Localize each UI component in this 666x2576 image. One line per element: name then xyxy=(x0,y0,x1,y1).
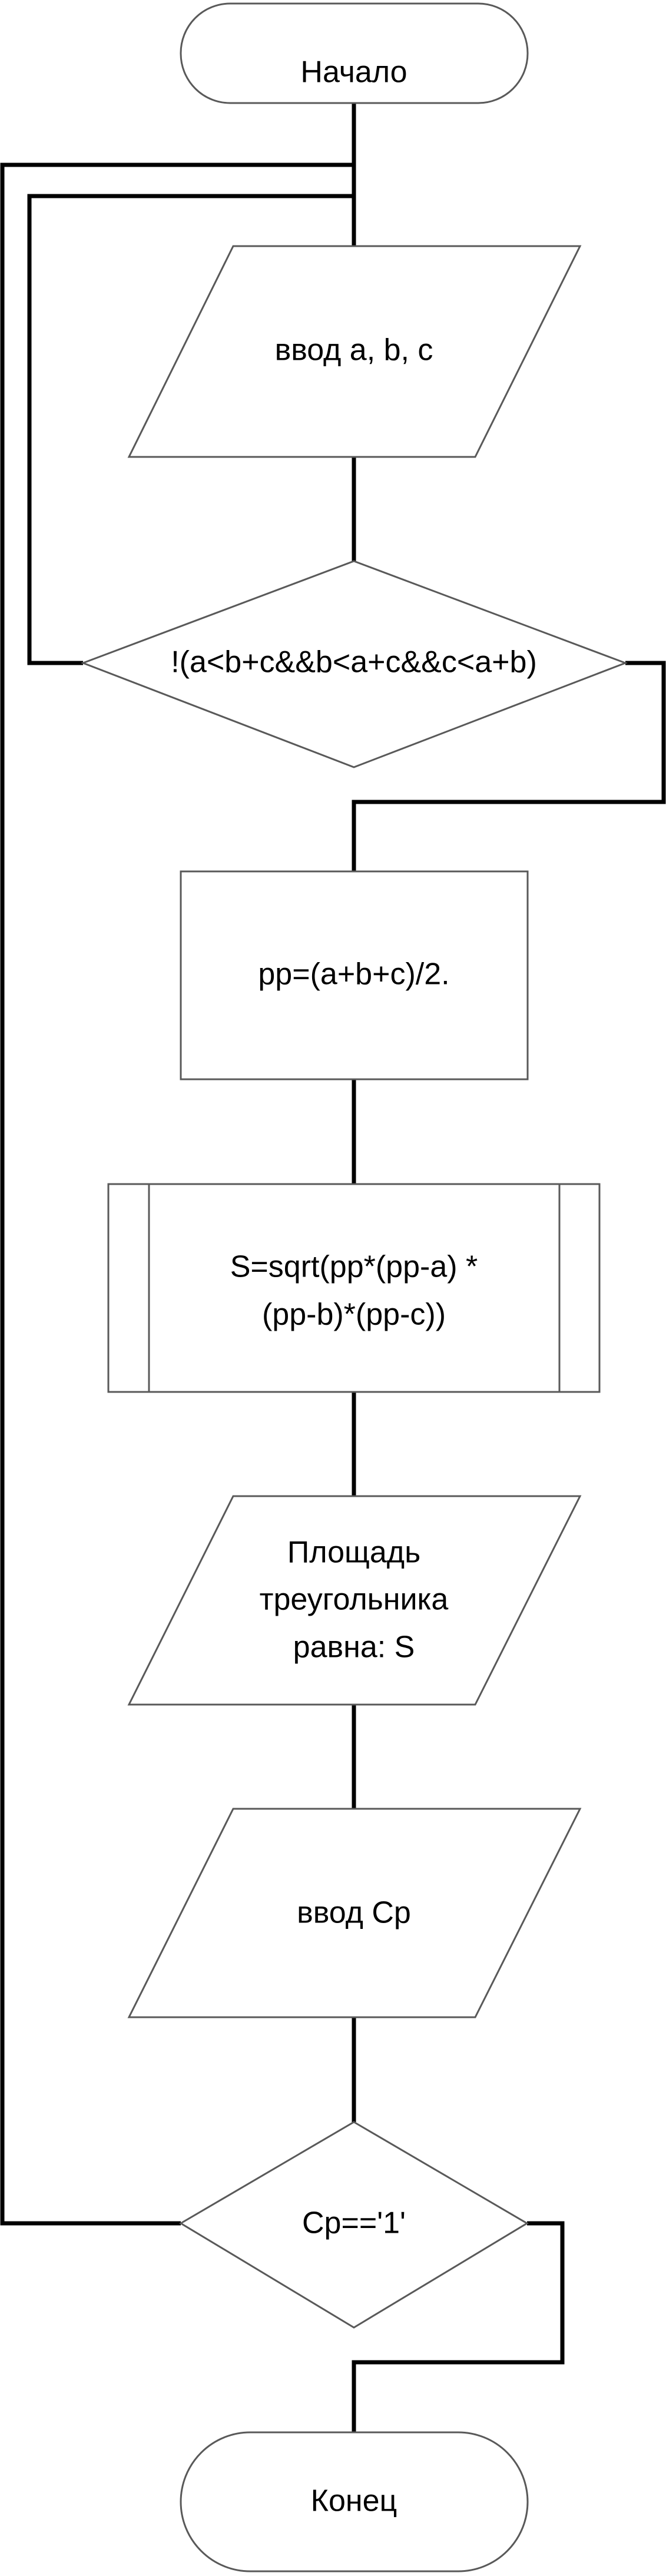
connectors xyxy=(0,103,666,2432)
output-area-node: Площадь треугольника равна: S xyxy=(127,1495,582,1706)
output-area-line-2: треугольника xyxy=(260,1583,449,1617)
area-formula-line-2: (pp-b)*(pp-c)) xyxy=(262,1298,446,1332)
semiperimeter-node: pp=(a+b+c)/2. xyxy=(180,870,529,1080)
semiperimeter-label: pp=(a+b+c)/2. xyxy=(258,957,449,992)
area-formula-node: S=sqrt(pp*(pp-a) * (pp-b)*(pp-c)) xyxy=(107,1183,601,1393)
input-abc-shape xyxy=(127,245,582,458)
connector-loop-back-repeat xyxy=(0,163,354,2226)
connector-condition-to-semiperimeter xyxy=(352,661,666,871)
output-area-line-1: Площадь xyxy=(287,1536,420,1570)
area-formula-line-1: S=sqrt(pp*(pp-a) * xyxy=(230,1250,478,1284)
condition-repeat-node: Cp=='1' xyxy=(179,2121,529,2329)
end-terminal: Конец xyxy=(180,2431,529,2572)
start-terminal-shape xyxy=(180,2,529,104)
condition-repeat-label: Cp=='1' xyxy=(302,2206,406,2240)
condition-repeat-shape xyxy=(179,2121,529,2329)
area-formula-shape xyxy=(107,1183,601,1393)
input-cp-shape xyxy=(127,1808,582,2018)
end-terminal-shape xyxy=(180,2431,529,2572)
start-terminal: Начало xyxy=(180,2,529,104)
input-cp-node: ввод Cp xyxy=(127,1808,582,2018)
condition-triangle-shape xyxy=(80,560,628,768)
condition-triangle-label: !(a<b+c&&b<a+c&&c<a+b) xyxy=(171,645,537,679)
input-abc-label: ввод a, b, c xyxy=(275,333,433,367)
output-area-line-3: равна: S xyxy=(293,1630,415,1665)
output-area-shape xyxy=(127,1495,582,1706)
input-abc-node: ввод a, b, c xyxy=(127,245,582,458)
connector-loop-back-condition-false xyxy=(27,194,354,665)
input-cp-label: ввод Cp xyxy=(297,1896,411,1930)
connector-repeat-to-end xyxy=(352,2221,565,2432)
semiperimeter-shape xyxy=(180,870,529,1080)
end-label: Конец xyxy=(311,2484,397,2518)
start-label: Начало xyxy=(300,55,407,89)
condition-triangle-node: !(a<b+c&&b<a+c&&c<a+b) xyxy=(80,560,628,768)
